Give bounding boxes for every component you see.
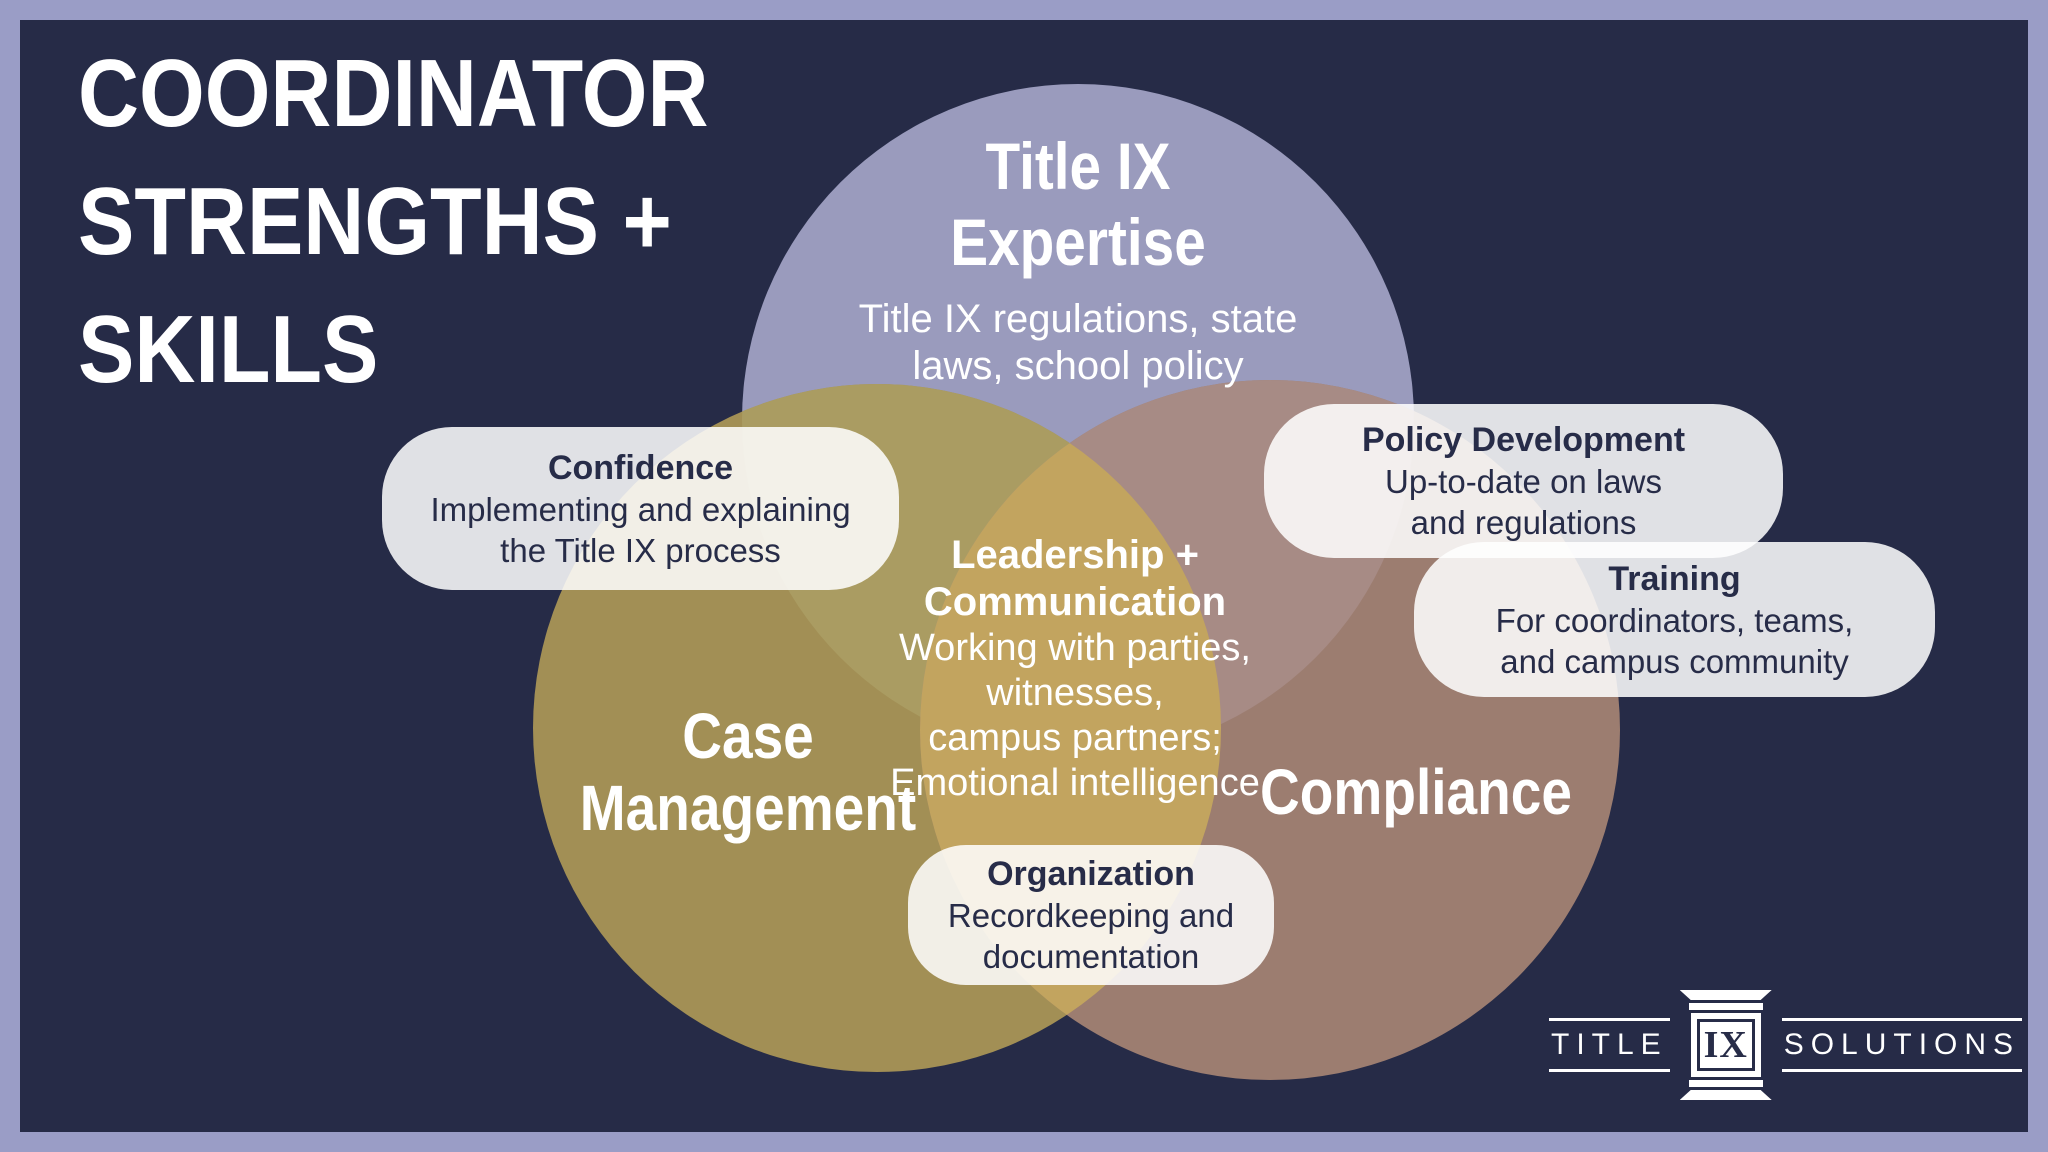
callout-description: Up-to-date on laws and regulations: [1385, 463, 1662, 541]
page-title: COORDINATOR STRENGTHS + SKILLS: [78, 40, 709, 403]
center-overlap-label: Leadership + Communication Working with …: [845, 532, 1305, 806]
circle-label-compliance: Compliance: [1116, 756, 1716, 828]
callout-title: Organization: [987, 855, 1195, 893]
callout-organization: Organization Recordkeeping and documenta…: [908, 845, 1274, 985]
callout-policy-development: Policy Development Up-to-date on laws an…: [1264, 404, 1783, 558]
expertise-title: Title IX Expertise: [950, 129, 1206, 279]
case-management-title: Case Management: [579, 700, 917, 844]
callout-title: Policy Development: [1361, 421, 1686, 459]
callout-description: For coordinators, teams, and campus comm…: [1495, 601, 1854, 680]
pillar-neck-bottom: [1688, 1080, 1763, 1087]
logo-word-title: TITLE: [1549, 1018, 1670, 1072]
callout-description: Implementing and explaining the Title IX…: [430, 490, 851, 569]
pillar-ix-box: IX: [1690, 1013, 1761, 1077]
callout-description: Recordkeeping and documentation: [947, 897, 1235, 975]
leadership-communication-description: Working with parties, witnesses, campus …: [890, 627, 1260, 804]
pillar-capital: [1679, 990, 1772, 1000]
leadership-communication-title: Leadership + Communication: [923, 533, 1227, 624]
expertise-description: Title IX regulations, state laws, school…: [858, 297, 1298, 388]
compliance-title: Compliance: [1260, 756, 1572, 828]
circle-label-title-ix-expertise: Title IX Expertise Title IX regulations,…: [748, 128, 1408, 390]
logo-ix-numeral: IX: [1696, 1019, 1755, 1071]
pillar-base: [1679, 1090, 1772, 1100]
pillar-column-icon: IX: [1679, 990, 1772, 1100]
title-ix-solutions-logo: TITLE IX SOLUTIONS: [1549, 990, 2023, 1100]
pillar-neck-top: [1688, 1003, 1763, 1010]
logo-word-solutions: SOLUTIONS: [1781, 1018, 2023, 1072]
callout-confidence: Confidence Implementing and explaining t…: [382, 427, 899, 590]
callout-title: Training: [1608, 559, 1741, 598]
callout-title: Confidence: [547, 448, 734, 487]
callout-training: Training For coordinators, teams, and ca…: [1414, 542, 1935, 697]
circle-label-case-management: Case Management: [448, 700, 1048, 844]
